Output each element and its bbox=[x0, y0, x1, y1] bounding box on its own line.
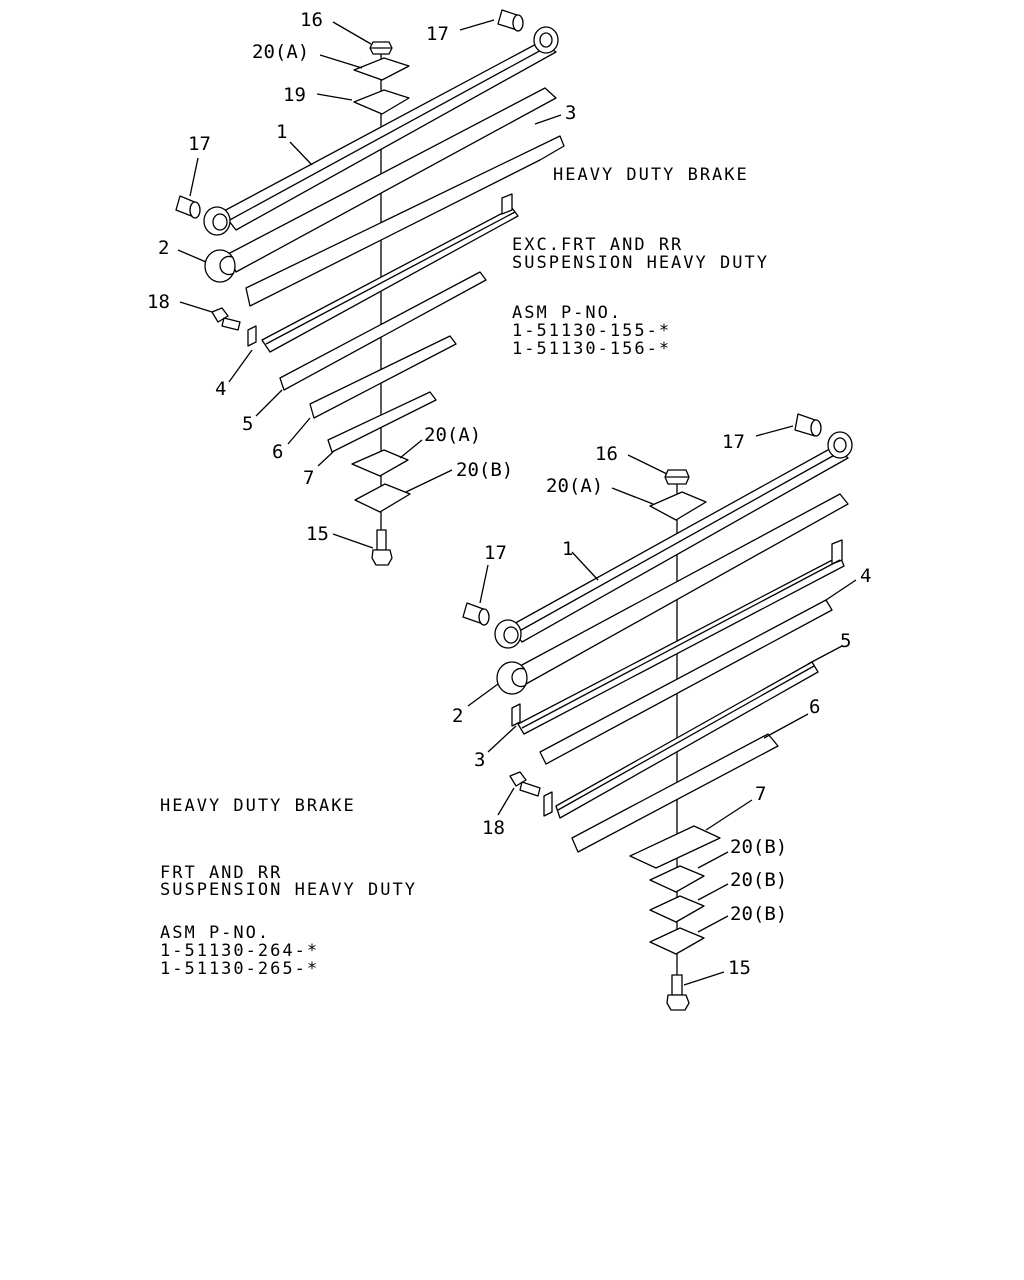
callout-2-b: 2 bbox=[452, 705, 463, 727]
assembly-a: 16 20(A) 19 17 17 1 3 2 18 4 5 6 7 20(A)… bbox=[147, 9, 769, 566]
leaf-7-b bbox=[629, 825, 721, 869]
callout-16-b: 16 bbox=[595, 443, 618, 465]
callout-18-a: 18 bbox=[147, 291, 170, 313]
note-pno-1-b: 1-51130-264-* bbox=[160, 941, 319, 961]
callout-7-a: 7 bbox=[303, 467, 314, 489]
leader-lines-a bbox=[177, 19, 562, 549]
note-suspension-2-b: SUSPENSION HEAVY DUTY bbox=[160, 880, 417, 900]
callout-16-a: 16 bbox=[300, 9, 323, 31]
callout-2-a: 2 bbox=[158, 237, 169, 259]
plate-20b-1-b bbox=[649, 865, 705, 893]
callouts-b: 16 20(A) 17 17 1 4 5 2 6 3 18 7 20(B) 20… bbox=[452, 431, 871, 979]
callout-20b-a: 20(B) bbox=[456, 459, 513, 481]
callout-20b-2-b: 20(B) bbox=[730, 869, 787, 891]
callout-5-a: 5 bbox=[242, 413, 253, 435]
leaf-5-b bbox=[543, 661, 819, 819]
leaf-2-a bbox=[204, 87, 557, 283]
plate-19-a bbox=[353, 89, 410, 115]
callout-20b-1-b: 20(B) bbox=[730, 836, 787, 858]
callout-20a-b: 20(A) bbox=[546, 475, 603, 497]
leaf-4-b bbox=[539, 599, 833, 765]
plate-20a-low-a bbox=[351, 449, 409, 477]
callout-20a-a: 20(A) bbox=[252, 41, 309, 63]
callout-1-a: 1 bbox=[276, 121, 287, 143]
callout-7-b: 7 bbox=[755, 783, 766, 805]
callout-17-left-a: 17 bbox=[188, 133, 211, 155]
callout-20b-3-b: 20(B) bbox=[730, 903, 787, 925]
callouts-a: 16 20(A) 19 17 17 1 3 2 18 4 5 6 7 20(A)… bbox=[147, 9, 576, 545]
bushing-17-top-b bbox=[794, 413, 822, 437]
callout-3-a: 3 bbox=[565, 102, 576, 124]
note-suspension-1-a: EXC.FRT AND RR bbox=[512, 235, 683, 255]
bolt-15-a bbox=[371, 529, 393, 566]
callout-17-top-b: 17 bbox=[722, 431, 745, 453]
leaf-4-a bbox=[247, 193, 519, 353]
callout-17-left-b: 17 bbox=[484, 542, 507, 564]
callout-19-a: 19 bbox=[283, 84, 306, 106]
note-brake-b: HEAVY DUTY BRAKE bbox=[160, 796, 356, 816]
callout-1-b: 1 bbox=[562, 538, 573, 560]
leaf-1-b bbox=[494, 431, 853, 649]
assembly-b: 16 20(A) 17 17 1 4 5 2 6 3 18 7 20(B) 20… bbox=[160, 413, 871, 1011]
bolt-18-b bbox=[509, 771, 541, 797]
nut-16-a bbox=[369, 41, 393, 55]
callout-4-b: 4 bbox=[860, 565, 871, 587]
note-suspension-2-a: SUSPENSION HEAVY DUTY bbox=[512, 253, 769, 273]
bushing-17-top-a bbox=[497, 9, 524, 32]
leaf-6-b bbox=[571, 733, 779, 853]
callout-6-b: 6 bbox=[809, 696, 820, 718]
bushing-17-left-a bbox=[175, 195, 201, 219]
note-brake-a: HEAVY DUTY BRAKE bbox=[553, 165, 749, 185]
callout-6-a: 6 bbox=[272, 441, 283, 463]
bolt-15-b bbox=[666, 974, 690, 1011]
note-pno-2-b: 1-51130-265-* bbox=[160, 959, 319, 979]
callout-5-b: 5 bbox=[840, 630, 851, 652]
bushing-17-left-b bbox=[462, 602, 490, 626]
plate-20b-3-b bbox=[649, 927, 705, 955]
callout-17-top-a: 17 bbox=[426, 23, 449, 45]
notes-b: HEAVY DUTY BRAKE FRT AND RR SUSPENSION H… bbox=[160, 796, 417, 979]
leaf-1-a bbox=[203, 26, 559, 236]
leaf-7-a bbox=[327, 391, 437, 453]
callout-18-b: 18 bbox=[482, 817, 505, 839]
nut-16-b bbox=[664, 469, 690, 485]
callout-4-a: 4 bbox=[215, 378, 226, 400]
note-suspension-1-b: FRT AND RR bbox=[160, 863, 282, 883]
callout-15-a: 15 bbox=[306, 523, 329, 545]
plate-20a-a bbox=[353, 57, 410, 81]
plate-20b-a bbox=[354, 483, 411, 513]
callout-20a-low-a: 20(A) bbox=[424, 424, 481, 446]
leaf-6-a bbox=[309, 335, 457, 419]
bolt-18-a bbox=[211, 307, 241, 331]
callout-15-b: 15 bbox=[728, 957, 751, 979]
callout-3-b: 3 bbox=[474, 749, 485, 771]
note-asm-label-b: ASM P-NO. bbox=[160, 923, 270, 943]
leaf-3-a bbox=[245, 135, 565, 307]
note-pno-1-a: 1-51130-155-* bbox=[512, 321, 671, 341]
note-asm-label-a: ASM P-NO. bbox=[512, 303, 622, 323]
leader-lines-b bbox=[467, 425, 857, 986]
plate-20b-2-b bbox=[649, 895, 705, 923]
notes-a: HEAVY DUTY BRAKE EXC.FRT AND RR SUSPENSI… bbox=[512, 165, 769, 359]
leaf-3-b bbox=[511, 539, 845, 735]
note-pno-2-a: 1-51130-156-* bbox=[512, 339, 671, 359]
plate-20a-b bbox=[649, 491, 707, 521]
leaf-5-a bbox=[279, 271, 487, 391]
leaf-2-b bbox=[496, 493, 849, 695]
